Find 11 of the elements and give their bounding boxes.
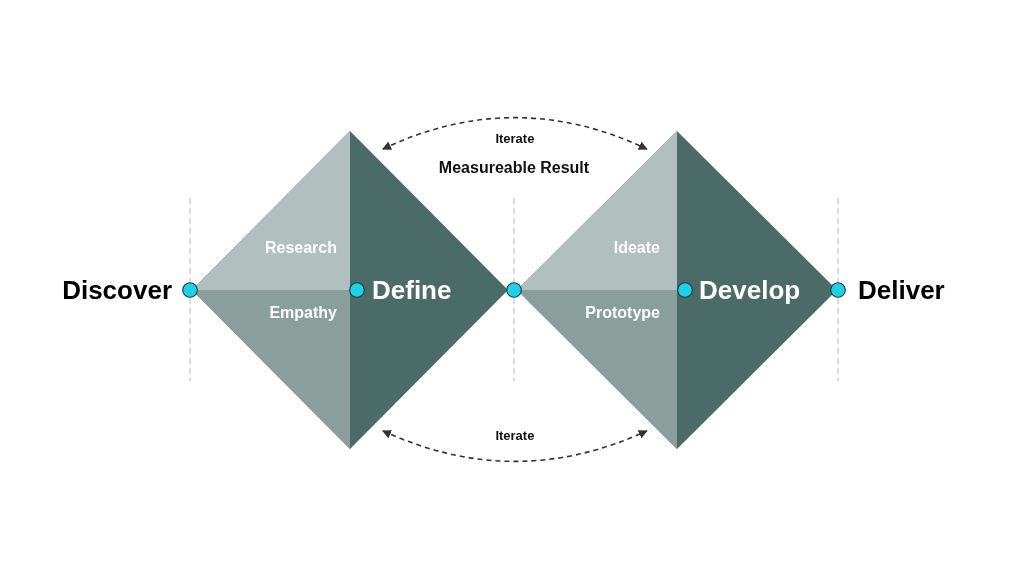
activity-label: Empathy [269, 303, 337, 323]
curved-arrow [382, 429, 648, 463]
curved-arrow [382, 116, 648, 150]
activity-label: Research [264, 238, 337, 258]
activity-label: Ideate [613, 238, 660, 258]
stage-label: Deliver [858, 273, 945, 307]
activity-label: Prototype [585, 303, 660, 323]
phase-title: Define [372, 273, 452, 307]
phase-title: Develop [699, 273, 801, 307]
result-heading: Measureable Result [438, 158, 590, 178]
stage-label: Discover [62, 273, 172, 307]
